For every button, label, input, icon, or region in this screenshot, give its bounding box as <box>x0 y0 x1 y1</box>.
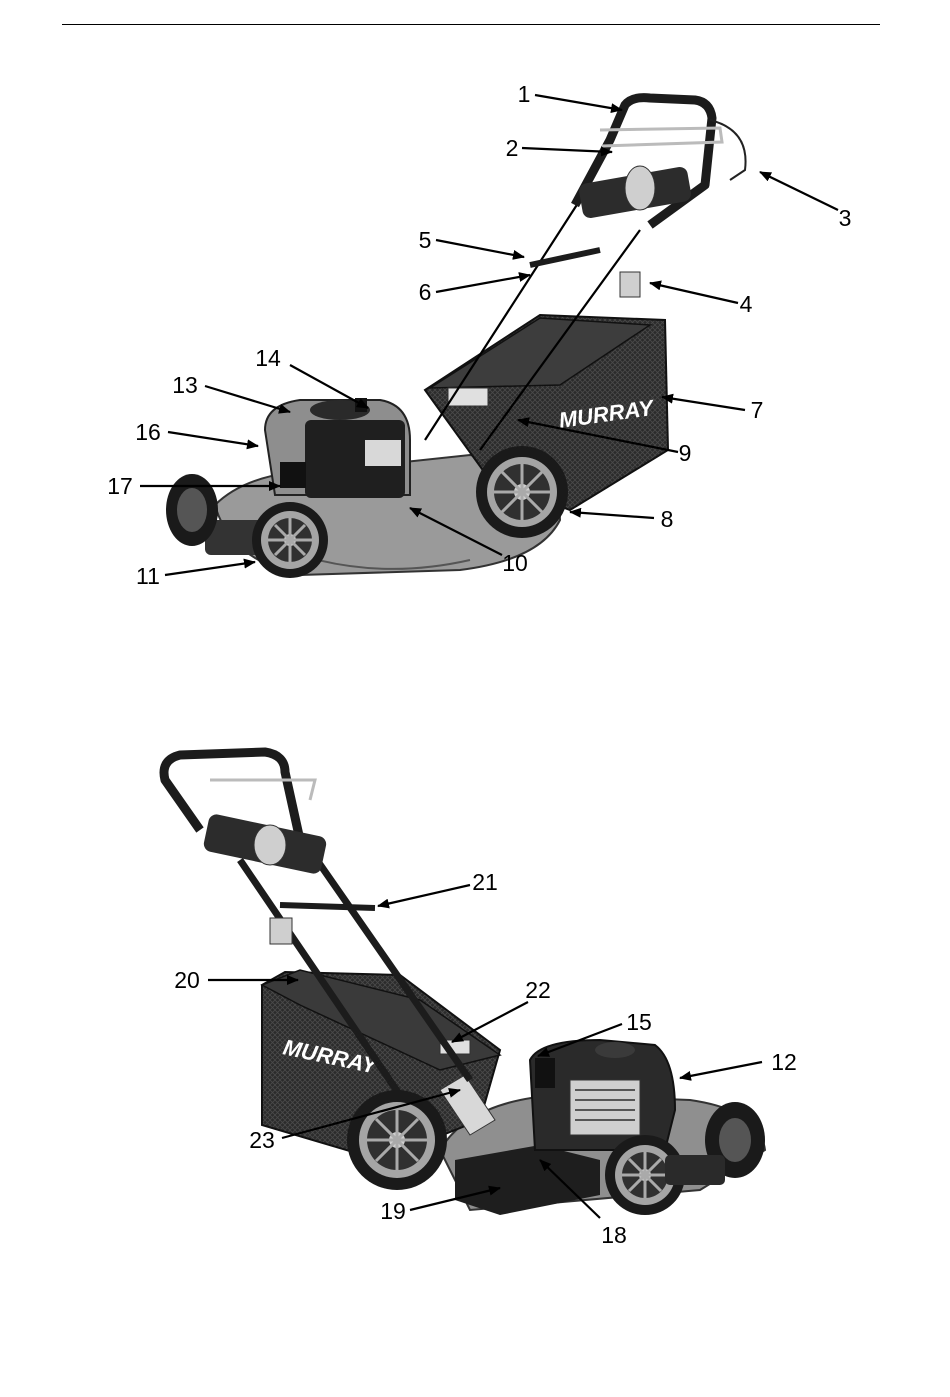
callout-22: 22 <box>525 977 551 1003</box>
callout-9: 9 <box>679 440 692 466</box>
callout-12: 12 <box>771 1049 797 1075</box>
callout-18: 18 <box>601 1222 627 1248</box>
callout-5: 5 <box>419 227 432 253</box>
callout-2: 2 <box>506 135 519 161</box>
callout-10: 10 <box>502 550 528 576</box>
callout-23: 23 <box>249 1127 275 1153</box>
callout-16: 16 <box>135 419 161 445</box>
callout-21: 21 <box>472 869 498 895</box>
front-wheel-top <box>252 502 328 578</box>
callout-19: 19 <box>380 1198 406 1224</box>
callout-17: 17 <box>107 473 133 499</box>
callout-15: 15 <box>626 1009 652 1035</box>
callout-7: 7 <box>751 397 764 423</box>
front-left-wheel-top <box>166 474 218 546</box>
callout-1: 1 <box>518 81 531 107</box>
callout-4: 4 <box>740 291 753 317</box>
callout-6: 6 <box>419 279 432 305</box>
rear-wheel-bottom <box>347 1090 447 1190</box>
callout-20: 20 <box>174 967 200 993</box>
rear-wheel-top <box>476 446 568 538</box>
mower-front-view: MURRAY <box>166 98 746 578</box>
callout-14: 14 <box>255 345 281 371</box>
callout-13: 13 <box>172 372 198 398</box>
callout-11: 11 <box>136 563 160 589</box>
callout-3: 3 <box>839 205 852 231</box>
callout-8: 8 <box>661 506 674 532</box>
